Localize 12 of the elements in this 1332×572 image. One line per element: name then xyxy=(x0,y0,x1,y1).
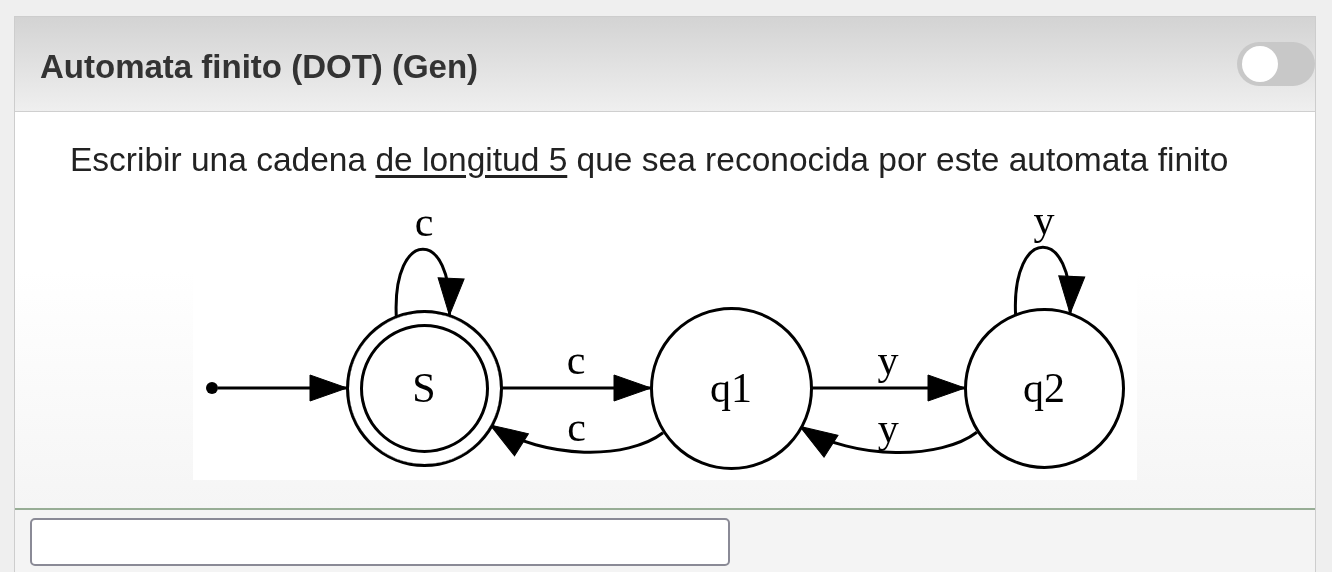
self-loop-arrow xyxy=(394,247,463,317)
self-loop-arrow xyxy=(1014,246,1083,315)
transition-arrow xyxy=(501,374,652,402)
panel-title: Automata finito (DOT) (Gen) xyxy=(40,47,479,87)
transition-arrow xyxy=(218,374,348,402)
state-label: S xyxy=(412,367,436,409)
state-label: q2 xyxy=(1023,367,1065,409)
initial-point xyxy=(206,382,218,394)
state-label: q1 xyxy=(710,367,752,409)
transition-arrow xyxy=(811,374,966,402)
instruction-text: Escribir una cadena de longitud 5 que sea reconocida por este automata finito xyxy=(70,140,1229,180)
transition-arrow xyxy=(799,425,978,457)
